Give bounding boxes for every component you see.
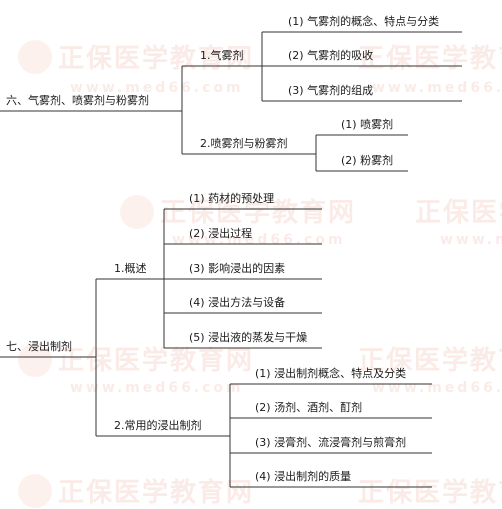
leaf-common-1: (1) 浸出制剂概念、特点及分类 <box>255 367 407 380</box>
leaf-spray-1: (1) 喷雾剂 <box>341 118 394 131</box>
node-common: 2.常用的浸出制剂 <box>114 419 202 432</box>
leaf-common-3: (3) 浸膏剂、流浸膏剂与煎膏剂 <box>255 436 407 449</box>
leaf-overview-5: (5) 浸出液的蒸发与干燥 <box>189 331 308 344</box>
leaf-overview-1: (1) 药材的预处理 <box>189 192 275 205</box>
node-aerosol: 1.气雾剂 <box>200 49 244 62</box>
watermark-logo <box>18 40 52 74</box>
leaf-common-2: (2) 汤剂、酒剂、酊剂 <box>255 401 363 414</box>
leaf-overview-3: (3) 影响浸出的因素 <box>189 262 286 275</box>
watermark-logo <box>18 474 52 508</box>
node-overview: 1.概述 <box>114 262 147 275</box>
leaf-aerosol-1: (1) 气雾剂的概念、特点与分类 <box>288 15 440 28</box>
watermark-logo <box>18 343 52 377</box>
leaf-overview-2: (2) 浸出过程 <box>189 227 253 240</box>
section-6-label: 六、气雾剂、喷雾剂与粉雾剂 <box>6 94 149 107</box>
leaf-common-4: (4) 浸出制剂的质量 <box>255 470 352 483</box>
leaf-overview-4: (4) 浸出方法与设备 <box>189 296 286 309</box>
leaf-aerosol-2: (2) 气雾剂的吸收 <box>288 49 374 62</box>
node-spray: 2.喷雾剂与粉雾剂 <box>200 137 288 150</box>
section-7-label: 七、浸出制剂 <box>6 340 72 353</box>
leaf-aerosol-3: (3) 气雾剂的组成 <box>288 84 374 97</box>
leaf-spray-2: (2) 粉雾剂 <box>341 154 394 167</box>
watermark-logo <box>120 195 154 229</box>
